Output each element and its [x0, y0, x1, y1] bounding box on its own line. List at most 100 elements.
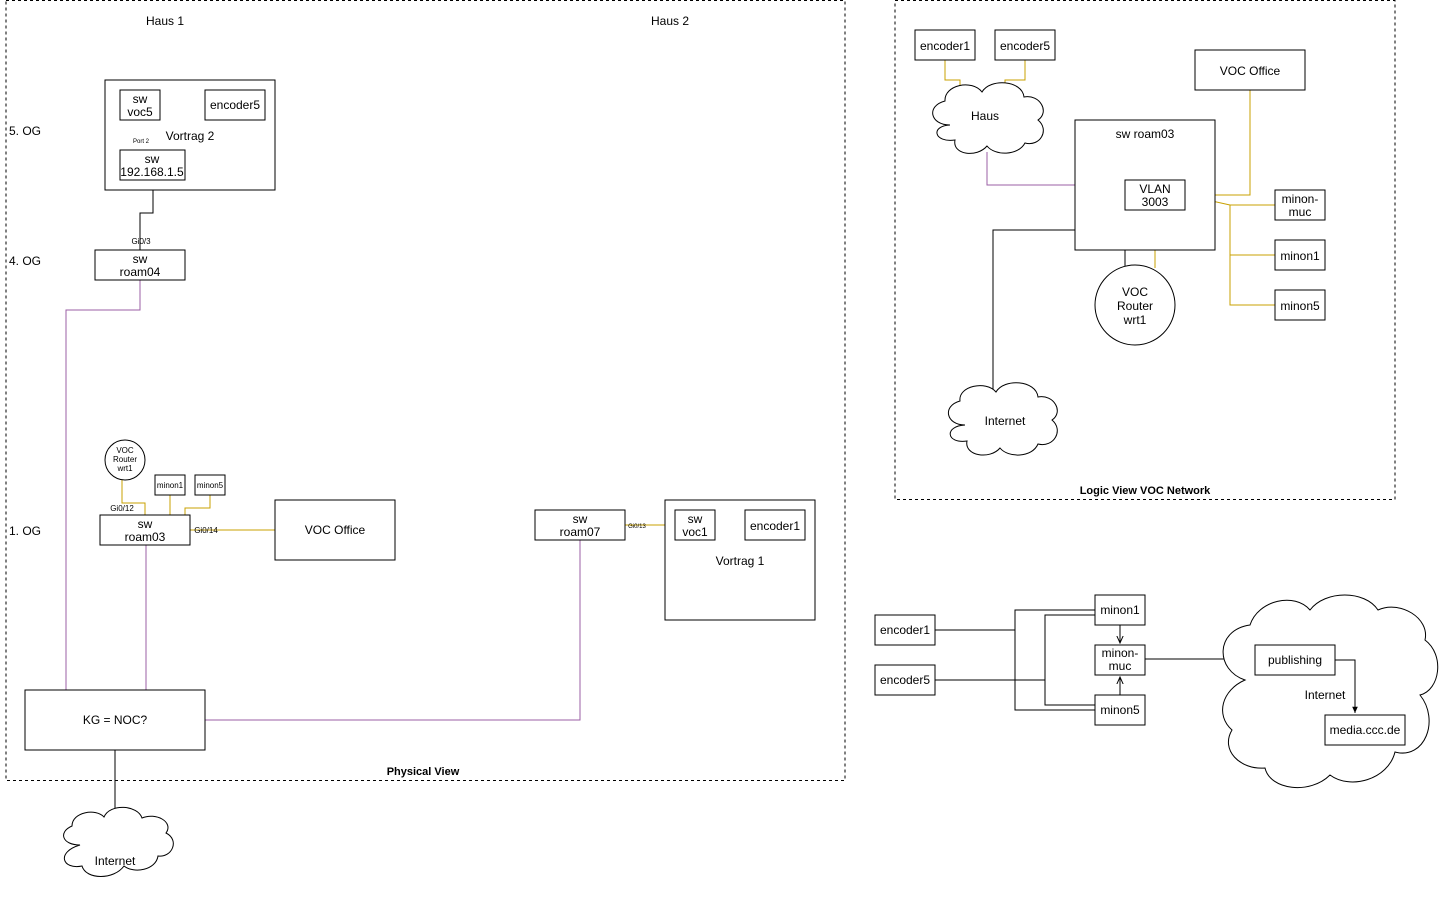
logic-view-title: Logic View VOC Network	[1080, 485, 1211, 497]
label-router-logic-line1: VOC	[1122, 285, 1148, 299]
label-voc-office-phys: VOC Office	[305, 523, 366, 537]
data-flow: encoder1 encoder5 minon1 minon- muc mino…	[874, 594, 1439, 789]
label-encoder1-logic: encoder1	[920, 39, 970, 53]
logic-view-frame	[894, 0, 1396, 500]
node-encoder1-logic[interactable]	[914, 29, 976, 61]
label-sw-ip-line2: 192.168.1.5	[120, 165, 184, 179]
link-noc-roam07	[205, 540, 581, 721]
node-minon5-flow[interactable]	[1094, 694, 1146, 726]
logic-view: Logic View VOC Network encoder1 encoder5…	[894, 0, 1396, 500]
label-media-ccc-de: media.ccc.de	[1330, 723, 1401, 737]
label-sw-roam07-line2: roam07	[560, 525, 601, 539]
label-floor-1: 1. OG	[9, 524, 41, 538]
label-vortrag-1: Vortrag 1	[716, 554, 765, 568]
label-router-logic-line3: wrt1	[1123, 313, 1147, 327]
node-kg-noc[interactable]	[24, 689, 206, 751]
node-encoder5-flow[interactable]	[874, 664, 936, 696]
physical-view: Physical View Haus 1 Haus 2 5. OG 4. OG …	[5, 0, 846, 877]
flow-publishing-to-media	[1335, 659, 1358, 713]
node-encoder1-flow[interactable]	[874, 614, 936, 646]
label-vortrag-2: Vortrag 2	[166, 129, 215, 143]
label-gi0-12: Gi0/12	[110, 504, 134, 513]
label-sw-roam04-line1: sw	[133, 252, 148, 266]
node-minon-muc-flow[interactable]	[1094, 644, 1146, 676]
label-sw-voc1-line1: sw	[688, 512, 703, 526]
label-minon5-logic: minon5	[1280, 299, 1320, 313]
label-internet-flow: Internet	[1305, 688, 1346, 702]
node-minon5-logic[interactable]	[1274, 289, 1326, 321]
physical-view-title: Physical View	[387, 766, 460, 778]
label-internet-logic: Internet	[985, 414, 1026, 428]
label-gi0-3: Gi0/3	[131, 237, 151, 246]
link-haus-roam03	[986, 152, 1075, 186]
label-router-phys-line2: Router	[113, 455, 137, 464]
label-encoder5-logic: encoder5	[1000, 39, 1050, 53]
label-publishing: publishing	[1268, 653, 1322, 667]
node-encoder1-phys[interactable]	[744, 509, 806, 541]
label-minon1-phys: minon1	[157, 481, 184, 490]
node-media-ccc-de[interactable]	[1324, 714, 1406, 746]
label-kg-noc: KG = NOC?	[83, 713, 148, 727]
label-sw-roam03-phys-line2: roam03	[125, 530, 166, 544]
label-minon5-phys: minon5	[197, 481, 224, 490]
node-minon1-logic[interactable]	[1274, 239, 1326, 271]
node-voc-office-phys[interactable]	[274, 499, 396, 561]
flow-bus-encoder1	[1014, 609, 1095, 711]
label-sw-roam03-logic: sw roam03	[1116, 127, 1175, 141]
label-internet-phys: Internet	[95, 854, 136, 868]
label-encoder1-phys: encoder1	[750, 519, 800, 533]
node-minon1-phys[interactable]	[154, 474, 186, 496]
label-minon-muc-logic-line2: muc	[1289, 205, 1312, 219]
node-voc-router-phys[interactable]	[104, 439, 146, 481]
label-vlan-line2: 3003	[1142, 195, 1169, 209]
node-sw-roam03-phys[interactable]	[99, 514, 191, 546]
link-roam04-noc	[65, 280, 141, 690]
label-encoder5-phys: encoder5	[210, 98, 260, 112]
cloud-haus	[932, 82, 1044, 154]
cloud-internet-phys	[63, 806, 174, 877]
node-minon5-phys[interactable]	[194, 474, 226, 496]
label-sw-roam03-phys-line1: sw	[138, 517, 153, 531]
label-minon5-flow: minon5	[1100, 703, 1140, 717]
node-encoder5-logic[interactable]	[994, 29, 1056, 61]
node-sw-roam07[interactable]	[534, 509, 626, 541]
node-vlan-3003[interactable]	[1124, 179, 1186, 211]
node-minon-muc-logic[interactable]	[1274, 189, 1326, 221]
node-sw-192-168-1-5[interactable]	[119, 149, 186, 181]
flow-bus-encoder5	[1044, 614, 1095, 706]
label-router-phys-line1: VOC	[116, 446, 134, 455]
node-sw-voc1[interactable]	[674, 509, 716, 541]
label-floor-4: 4. OG	[9, 254, 41, 268]
link-bus-minons	[1229, 205, 1275, 306]
label-minon1-flow: minon1	[1100, 603, 1140, 617]
node-sw-roam04[interactable]	[94, 249, 186, 281]
cloud-internet-logic	[948, 382, 1058, 456]
label-voc-office-logic: VOC Office	[1220, 64, 1281, 78]
label-minon1-logic: minon1	[1280, 249, 1320, 263]
label-floor-5: 5. OG	[9, 124, 41, 138]
label-minon-muc-flow-line1: minon-	[1102, 646, 1139, 660]
label-encoder1-flow: encoder1	[880, 623, 930, 637]
label-sw-roam07-line1: sw	[573, 512, 588, 526]
label-sw-voc5-line2: voc5	[127, 105, 153, 119]
node-voc-router-logic[interactable]	[1094, 264, 1176, 346]
link-minon5-roam03	[184, 495, 211, 515]
label-router-logic-line2: Router	[1117, 299, 1153, 313]
label-minon-muc-logic-line1: minon-	[1282, 192, 1319, 206]
label-sw-voc1-line2: voc1	[682, 525, 708, 539]
label-minon-muc-flow-line2: muc	[1109, 659, 1132, 673]
label-sw-ip-line1: sw	[145, 152, 160, 166]
label-sw-voc5-line1: sw	[133, 92, 148, 106]
node-voc-office-logic[interactable]	[1194, 49, 1306, 91]
node-sw-voc5[interactable]	[119, 89, 161, 121]
label-gi0-14: Gi0/14	[194, 526, 218, 535]
node-encoder5-phys[interactable]	[204, 89, 266, 121]
label-encoder5-flow: encoder5	[880, 673, 930, 687]
node-minon1-flow[interactable]	[1094, 594, 1146, 626]
label-haus: Haus	[971, 109, 999, 123]
label-vlan-line1: VLAN	[1139, 182, 1170, 196]
node-publishing[interactable]	[1254, 644, 1336, 676]
label-router-phys-line3: wrt1	[116, 464, 133, 473]
label-port-2: Port 2	[133, 139, 150, 145]
label-gi0-13: Gi0/13	[628, 524, 646, 530]
